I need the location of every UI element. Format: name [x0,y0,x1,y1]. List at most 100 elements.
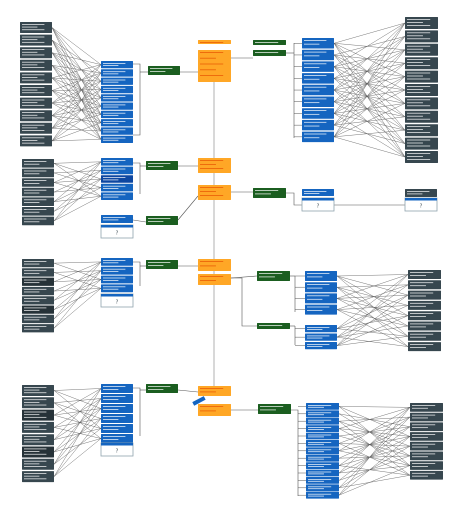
c1-orange-header[interactable] [198,40,231,44]
c3-far-node-4[interactable] [408,300,441,310]
c1-left-node-4[interactable] [20,59,52,71]
c3-blue-node-4[interactable] [101,284,133,293]
c3-blue-node-3[interactable] [101,275,133,284]
c4-left-node-4[interactable] [22,421,54,433]
c2-blue-node-2[interactable] [101,166,133,175]
c1-far-node-1[interactable] [405,17,438,29]
c1-left-node-1[interactable] [20,22,52,33]
c2-orange-node-b[interactable] [198,185,231,200]
c4-left-node-3[interactable] [22,409,54,421]
c3-left-node-6[interactable] [22,305,54,314]
c1-blue-node-10[interactable] [101,135,133,143]
c3-left-node-1[interactable] [22,259,54,268]
c2-blue-node-5[interactable] [101,192,133,200]
c1-right-blue-node-7[interactable] [302,108,334,119]
c3-far-node-7[interactable] [408,331,441,341]
c3-left-node-8[interactable] [22,324,54,333]
c4-green-node[interactable] [146,384,178,393]
c4-right-blue-node-6[interactable] [306,440,339,447]
c1-blue-node-4[interactable] [101,85,133,94]
c2-blue-placeholder[interactable]: ? [100,224,134,239]
c3-blue-node-2[interactable] [101,266,133,275]
c3-orange-node-b[interactable] [198,274,231,285]
c4-blue-node-5[interactable] [101,424,133,433]
c1-right-green-b[interactable] [253,50,286,56]
c1-right-green-a[interactable] [253,40,286,45]
c2-left-node-3[interactable] [22,178,54,187]
c1-left-node-9[interactable] [20,122,52,134]
c1-blue-node-9[interactable] [101,127,133,135]
c1-blue-node-1[interactable] [101,61,133,69]
c4-right-blue-node-7[interactable] [306,447,339,455]
c1-left-node-6[interactable] [20,85,52,96]
c4-right-blue-node-1[interactable] [306,403,339,410]
c3-right-blue-a-2[interactable] [305,282,337,293]
c4-orange-node-b[interactable] [198,404,231,416]
c2-left-node-2[interactable] [22,168,54,178]
c3-blue-placeholder[interactable]: ? [100,293,134,308]
c1-far-node-10[interactable] [405,137,438,150]
c3-green-node[interactable] [146,260,178,269]
c4-blue-node-2[interactable] [101,394,133,403]
c2-blue-node-3[interactable] [101,175,133,183]
c2-blue-node-1[interactable] [101,158,133,166]
c4-left-node-8[interactable] [22,471,54,483]
c2-blue-node-4[interactable] [101,183,133,192]
c4-right-blue-node-3[interactable] [306,417,339,425]
c1-green-node[interactable] [148,66,180,75]
c3-far-node-1[interactable] [408,270,441,279]
c4-far-node-4[interactable] [410,432,443,441]
c2-green-node-b[interactable] [146,216,178,225]
c2-right-blue[interactable] [302,189,334,196]
c4-right-blue-node-13[interactable] [306,491,339,499]
c1-left-node-3[interactable] [20,47,52,59]
c2-blue-extra[interactable] [101,215,133,223]
c1-far-node-2[interactable] [405,30,438,43]
c1-blue-node-7[interactable] [101,110,133,119]
c3-far-node-6[interactable] [408,321,441,331]
c1-far-node-5[interactable] [405,70,438,83]
c4-blue-node-1[interactable] [101,384,133,393]
c3-orange-node-a[interactable] [198,259,231,271]
c2-green-node-a[interactable] [146,161,178,170]
c1-blue-node-6[interactable] [101,102,133,110]
c1-right-blue-node-8[interactable] [302,119,334,131]
c4-right-blue-node-9[interactable] [306,462,339,469]
c3-far-node-5[interactable] [408,311,441,321]
c4-orange-node-a[interactable] [198,386,231,396]
c1-left-node-10[interactable] [20,135,52,147]
c4-right-blue-node-5[interactable] [306,432,339,440]
c1-right-blue-node-4[interactable] [302,73,334,84]
c1-blue-node-3[interactable] [101,77,133,85]
c2-right-placeholder[interactable]: ? [301,197,335,212]
c3-right-green-a[interactable] [257,271,290,281]
c4-left-node-5[interactable] [22,434,54,446]
c4-blue-node-6[interactable] [101,434,133,443]
c4-far-node-1[interactable] [410,403,443,412]
c3-right-blue-b-3[interactable] [305,342,337,350]
c4-far-node-6[interactable] [410,451,443,461]
c3-left-node-4[interactable] [22,286,54,296]
c1-left-node-5[interactable] [20,72,52,84]
c4-blue-node-3[interactable] [101,404,133,413]
c1-left-node-7[interactable] [20,97,52,109]
c4-right-blue-node-2[interactable] [306,410,339,418]
c4-left-node-2[interactable] [22,397,54,409]
c1-far-node-7[interactable] [405,97,438,110]
c1-far-node-4[interactable] [405,57,438,70]
c4-right-blue-node-4[interactable] [306,425,339,432]
c2-left-node-6[interactable] [22,207,54,216]
c4-far-node-3[interactable] [410,422,443,432]
c3-blue-node-1[interactable] [101,258,133,266]
c1-right-blue-node-1[interactable] [302,38,334,49]
c4-right-blue-node-11[interactable] [306,477,339,484]
c4-blue-placeholder[interactable]: ? [100,442,134,457]
c1-blue-node-8[interactable] [101,119,133,127]
c4-right-blue-node-12[interactable] [306,484,339,492]
c3-right-blue-b-2[interactable] [305,333,337,341]
c4-right-blue-node-10[interactable] [306,469,339,477]
c2-right-green[interactable] [253,188,286,198]
c1-far-node-9[interactable] [405,124,438,137]
c1-far-node-11[interactable] [405,151,438,163]
c4-left-node-7[interactable] [22,458,54,470]
